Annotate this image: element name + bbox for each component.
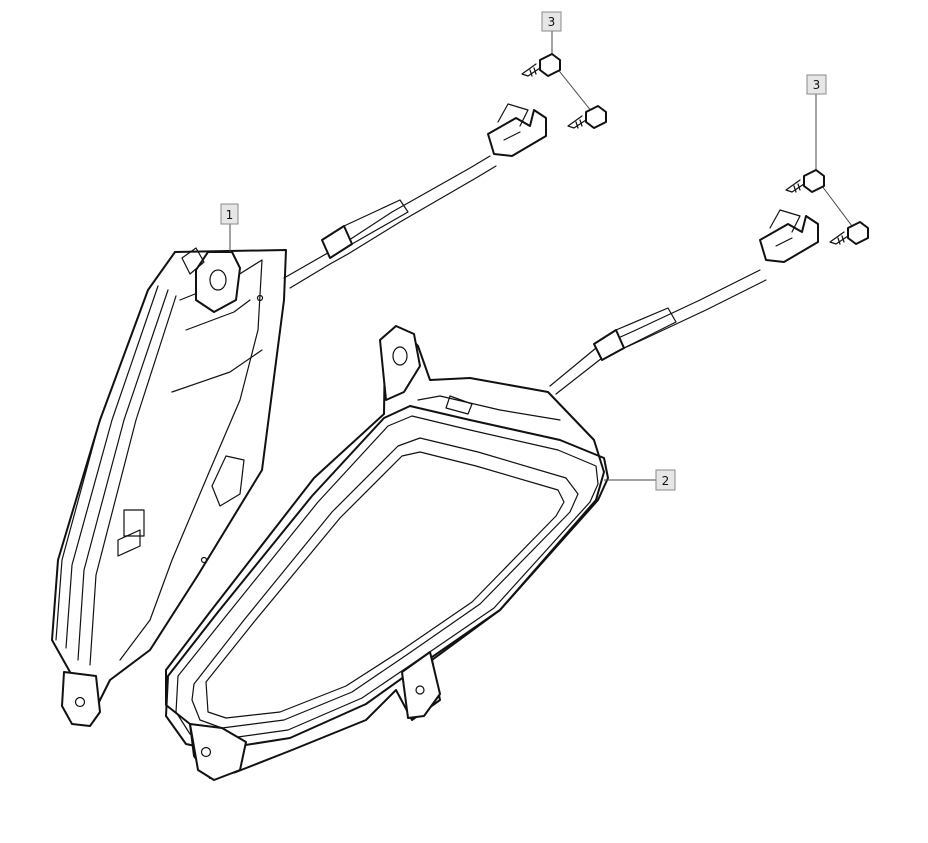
part-1-housing <box>51 247 287 727</box>
svg-text:1: 1 <box>226 208 234 222</box>
part-3-screws-lower <box>785 94 869 245</box>
screw-icon <box>785 169 825 193</box>
svg-text:2: 2 <box>662 474 670 488</box>
screw-icon <box>829 221 869 245</box>
part-2-lens-housing <box>165 325 609 781</box>
part-3-screws-upper <box>521 30 607 129</box>
callout-3b[interactable]: 3 <box>806 74 827 95</box>
svg-text:3: 3 <box>813 78 821 92</box>
part-2-wire-harness <box>549 209 819 395</box>
callout-1[interactable]: 1 <box>220 203 239 225</box>
callout-2[interactable]: 2 <box>655 469 676 491</box>
svg-text:3: 3 <box>548 15 556 29</box>
screw-icon <box>521 53 561 77</box>
screw-icon <box>567 105 607 129</box>
part-1-wire-harness <box>283 103 547 289</box>
callout-3a[interactable]: 3 <box>541 11 562 32</box>
